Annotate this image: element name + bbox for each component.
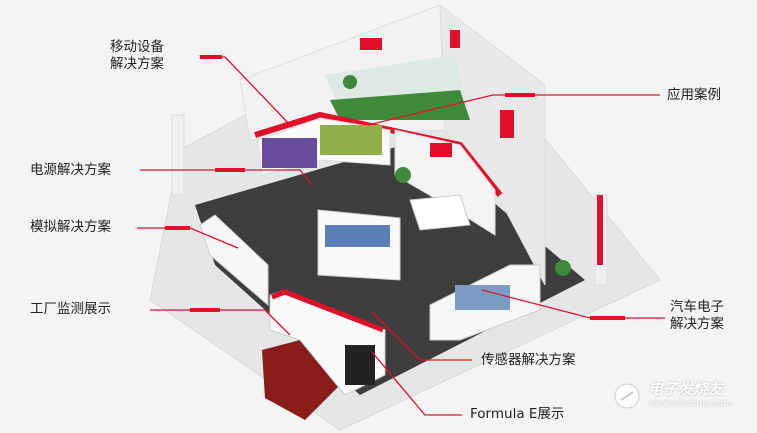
mezzanine-grass	[330, 90, 470, 120]
rohm-logo-right	[500, 110, 514, 138]
label-power: 电源解决方案	[30, 162, 111, 178]
leader-formula-e	[371, 351, 462, 416]
leader-sensor	[371, 311, 472, 361]
leader-application	[367, 94, 660, 126]
leader-power	[140, 169, 313, 186]
label-sensor: 传感器解决方案	[481, 352, 576, 368]
rohm-logo-side	[450, 30, 460, 48]
plant-icon	[395, 167, 411, 183]
label-mobile-line1: 移动设备	[110, 39, 164, 55]
leader-factory	[150, 309, 291, 336]
plant-icon	[555, 260, 571, 276]
red-carpet	[262, 340, 345, 420]
elecfans-watermark: 电子发烧友 www.elecfans.com	[612, 378, 732, 409]
label-application: 应用案例	[667, 87, 721, 103]
pillar-left	[171, 114, 185, 196]
rohm-logo-top	[360, 38, 382, 50]
leader-bars	[165, 55, 625, 320]
label-automotive: 汽车电子 解决方案	[670, 299, 724, 333]
sensor-red-trim	[271, 289, 384, 333]
plant-icon	[343, 75, 357, 89]
watermark-name: 电子发烧友	[648, 380, 724, 398]
pillar-right-stripe	[597, 195, 603, 265]
automotive-screen	[455, 285, 510, 310]
label-analog: 模拟解决方案	[30, 219, 111, 235]
elecfans-logo-icon	[614, 383, 640, 408]
center-screen	[325, 225, 390, 247]
green-panel	[320, 125, 382, 155]
watermark-url: www.elecfans.com	[648, 399, 732, 409]
label-formula-e: Formula E展示	[470, 406, 565, 422]
purple-panel	[262, 138, 317, 168]
analog-display	[199, 214, 269, 307]
formula-e-screen	[345, 345, 375, 385]
rohm-logo-wall	[430, 143, 452, 157]
reception-desk	[409, 194, 471, 231]
label-factory: 工厂监测展示	[30, 301, 111, 317]
label-mobile: 移动设备 解决方案	[110, 39, 164, 73]
label-automotive-line1: 汽车电子	[670, 299, 724, 315]
label-automotive-line2: 解决方案	[670, 316, 724, 332]
label-mobile-line2: 解决方案	[110, 56, 164, 72]
